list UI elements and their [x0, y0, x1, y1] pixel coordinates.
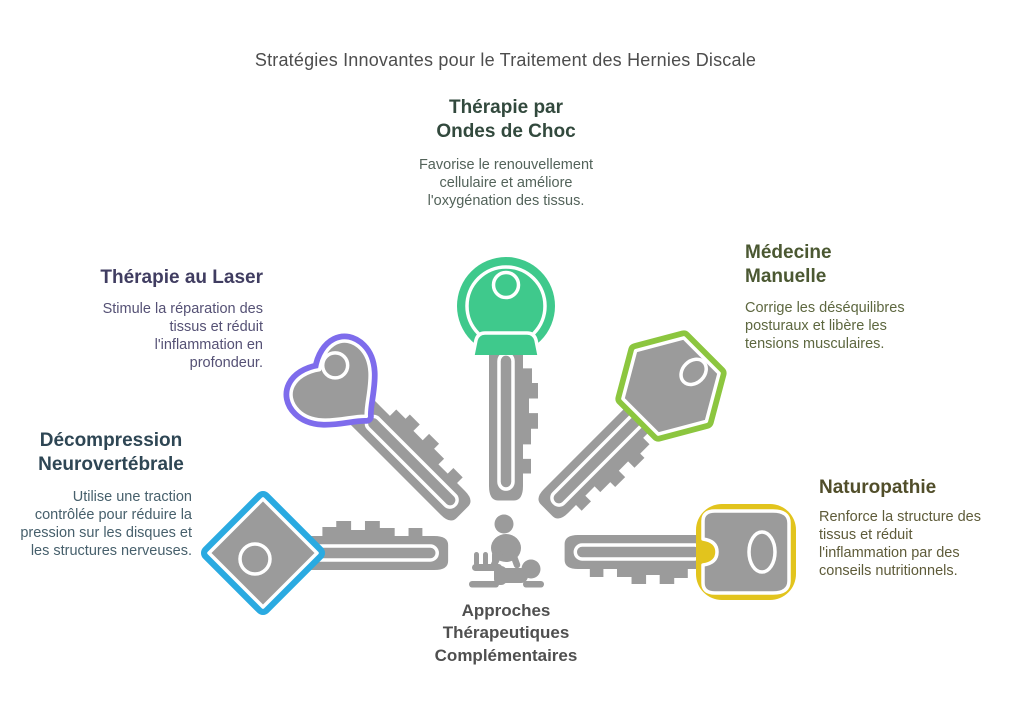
page-title: Stratégies Innovantes pour le Traitement… [254, 50, 757, 70]
key-round-head-icon [457, 257, 555, 503]
therapist-arm [509, 550, 521, 569]
key-hole [238, 542, 272, 576]
section-title-naturopathie: Naturopathie [819, 477, 937, 498]
section-title-medecine-manuelle: Médecine Manuelle [745, 242, 832, 287]
patient-head [521, 559, 541, 579]
section-description-medecine-manuelle: Corrige les déséquilibres posturaux et l… [745, 300, 905, 352]
key-head [457, 257, 555, 355]
key-hole [491, 270, 521, 300]
section-description-decompression: Utilise une traction contrôlée pour rédu… [20, 489, 192, 559]
section-description-ondes-de-choc: Favorise le renouvellement cellulaire et… [418, 157, 594, 209]
bench-post [492, 552, 497, 566]
section-title-therapie-laser: Thérapie au Laser [100, 267, 263, 288]
key-square-head-icon [562, 504, 796, 600]
key-shaft [562, 533, 713, 586]
patient-body [496, 568, 528, 583]
section-description-naturopathie: Renforce la structure des tissus et rédu… [819, 509, 981, 579]
section-title-ondes-de-choc: Thérapie par Ondes de Choc [436, 97, 576, 142]
ground-line [523, 581, 544, 588]
key-hole [747, 530, 777, 574]
key-hole [679, 357, 708, 387]
key-diamond-head-icon [201, 491, 450, 615]
key-shaft [487, 341, 540, 503]
center-label: Approches Thérapeutiques Complémentaires [434, 601, 578, 665]
key-heart-head-icon [283, 333, 487, 527]
key-hole [320, 351, 350, 380]
section-description-therapie-laser: Stimule la réparation des tissus et rédu… [102, 301, 263, 371]
bench-post [483, 552, 488, 566]
massage-therapy-icon [469, 514, 544, 588]
ground-line [469, 581, 499, 588]
key-head [207, 497, 319, 609]
bench-post [474, 552, 479, 566]
section-title-decompression: Décompression Neurovertébrale [38, 430, 184, 475]
key-head [621, 336, 721, 436]
key-head [701, 509, 791, 595]
key-hexagon-head-icon [532, 330, 727, 535]
therapist-head [494, 514, 514, 534]
key-collar [471, 331, 541, 356]
key-shaft [296, 519, 450, 572]
key-head [289, 339, 372, 422]
